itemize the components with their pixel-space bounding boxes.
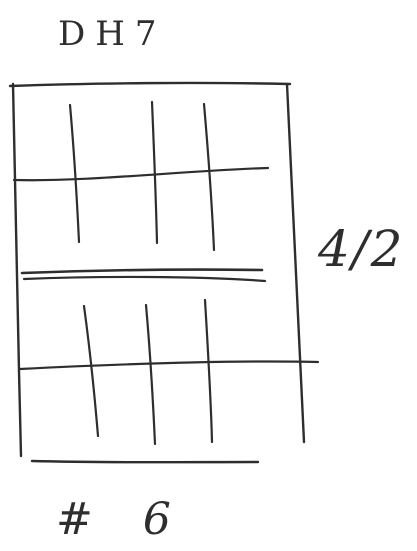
bottom-number-label: # 6 xyxy=(56,494,189,545)
upper-vertical-line-2 xyxy=(152,102,157,243)
lower-vertical-line-3 xyxy=(205,300,212,442)
lower-horizontal-line xyxy=(20,361,318,369)
lower-vertical-line-1 xyxy=(84,306,98,436)
upper-vertical-line-3 xyxy=(204,104,214,250)
divider-line-1 xyxy=(22,270,262,273)
sketch-title-label: DH7 xyxy=(58,14,167,54)
upper-horizontal-line xyxy=(14,168,268,180)
divider-line-2 xyxy=(24,277,265,281)
side-fraction-label: 4/2 xyxy=(318,220,404,278)
lower-vertical-line-2 xyxy=(146,305,155,444)
upper-vertical-line-1 xyxy=(70,105,79,242)
frame-top-line xyxy=(10,83,290,86)
frame-left-line xyxy=(13,84,21,456)
frame-right-line xyxy=(287,84,304,442)
frame-bottom-line xyxy=(32,461,258,462)
